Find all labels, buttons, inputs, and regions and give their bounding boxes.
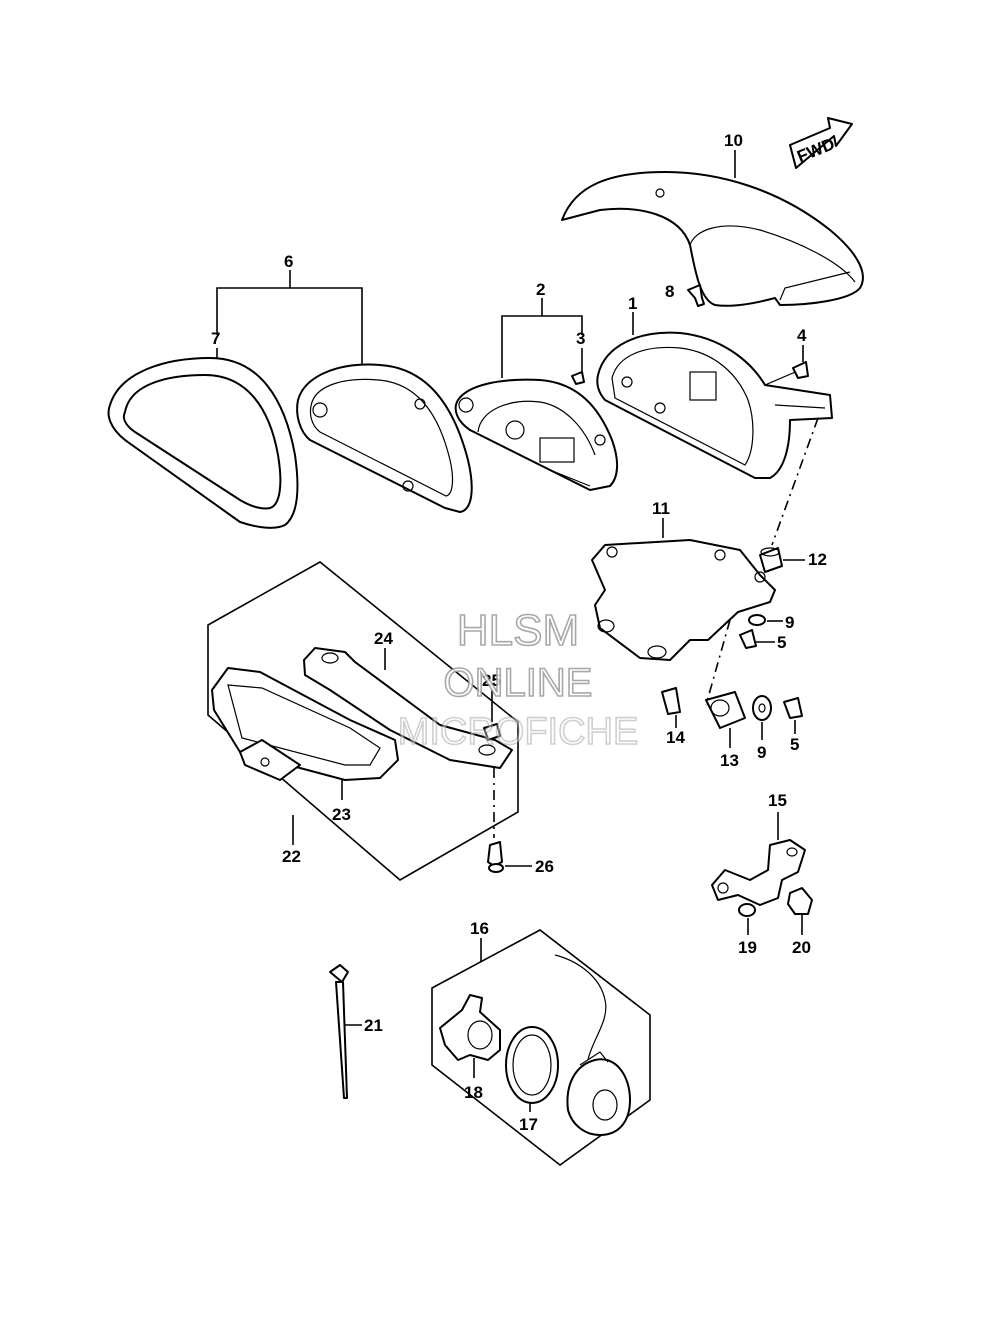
label-6: 6 [284, 252, 293, 271]
label-9-lower: 9 [757, 743, 766, 762]
label-19: 19 [738, 938, 757, 957]
meter-case [596, 331, 833, 479]
fwd-arrow-icon: FWD [789, 117, 853, 169]
screw-8 [687, 284, 705, 307]
label-3: 3 [576, 329, 585, 348]
label-12: 12 [808, 550, 827, 569]
screw-4 [792, 361, 809, 379]
label-10: 10 [724, 131, 743, 150]
label-24: 24 [374, 629, 393, 648]
meter-rim [107, 357, 299, 529]
label-15: 15 [768, 791, 787, 810]
bulb-socket-18 [439, 994, 501, 1061]
washer-9-upper [748, 614, 766, 626]
screw-5-lower [783, 697, 803, 719]
watermark-line2: ONLINE [444, 661, 593, 705]
label-4: 4 [797, 326, 807, 345]
label-5-upper: 5 [777, 633, 786, 652]
label-16: 16 [470, 919, 489, 938]
label-5-lower: 5 [790, 735, 799, 754]
label-20: 20 [792, 938, 811, 957]
assembly-box-22 [207, 561, 519, 881]
label-1: 1 [628, 294, 637, 313]
assembly-box-16 [431, 929, 651, 1167]
screw-26 [487, 841, 504, 873]
label-22: 22 [282, 847, 301, 866]
indicator-lamp-23 [211, 667, 399, 781]
label-9-upper: 9 [785, 613, 794, 632]
watermark-line3: MICROFICHE [398, 711, 639, 753]
label-11: 11 [652, 499, 670, 518]
label-25: 25 [482, 671, 501, 690]
label-13: 13 [720, 751, 739, 770]
label-14: 14 [666, 728, 685, 747]
screw-5-upper [739, 629, 757, 649]
meter-lens [296, 363, 473, 513]
label-8: 8 [665, 282, 674, 301]
grommet-13 [705, 691, 746, 729]
fwd-text: FWD [794, 134, 837, 166]
label-23: 23 [332, 805, 351, 824]
watermark: HLSM ONLINE MICROFICHE [397, 605, 639, 754]
bulb-harness-16 [554, 954, 631, 1136]
meter-bracket-plate [591, 539, 776, 661]
meter-unit [454, 378, 618, 491]
clamp-20 [787, 887, 813, 915]
cable-tie-21 [329, 964, 349, 1099]
label-17: 17 [519, 1115, 538, 1134]
screw-3 [571, 371, 585, 385]
label-2: 2 [536, 280, 545, 299]
meter-cover [561, 171, 864, 307]
nut-25 [483, 723, 501, 741]
lamp-bracket-24 [303, 647, 513, 769]
seal-ring-17 [505, 1026, 559, 1104]
washer-9-lower [752, 695, 772, 721]
label-18: 18 [464, 1083, 483, 1102]
bolt-14 [661, 687, 681, 715]
grommet-12 [759, 547, 783, 573]
label-26: 26 [535, 857, 554, 876]
washer-19 [738, 903, 756, 917]
label-7: 7 [211, 329, 220, 348]
label-21: 21 [364, 1016, 383, 1035]
bracket-15 [711, 839, 806, 906]
watermark-line1: HLSM [457, 606, 579, 655]
